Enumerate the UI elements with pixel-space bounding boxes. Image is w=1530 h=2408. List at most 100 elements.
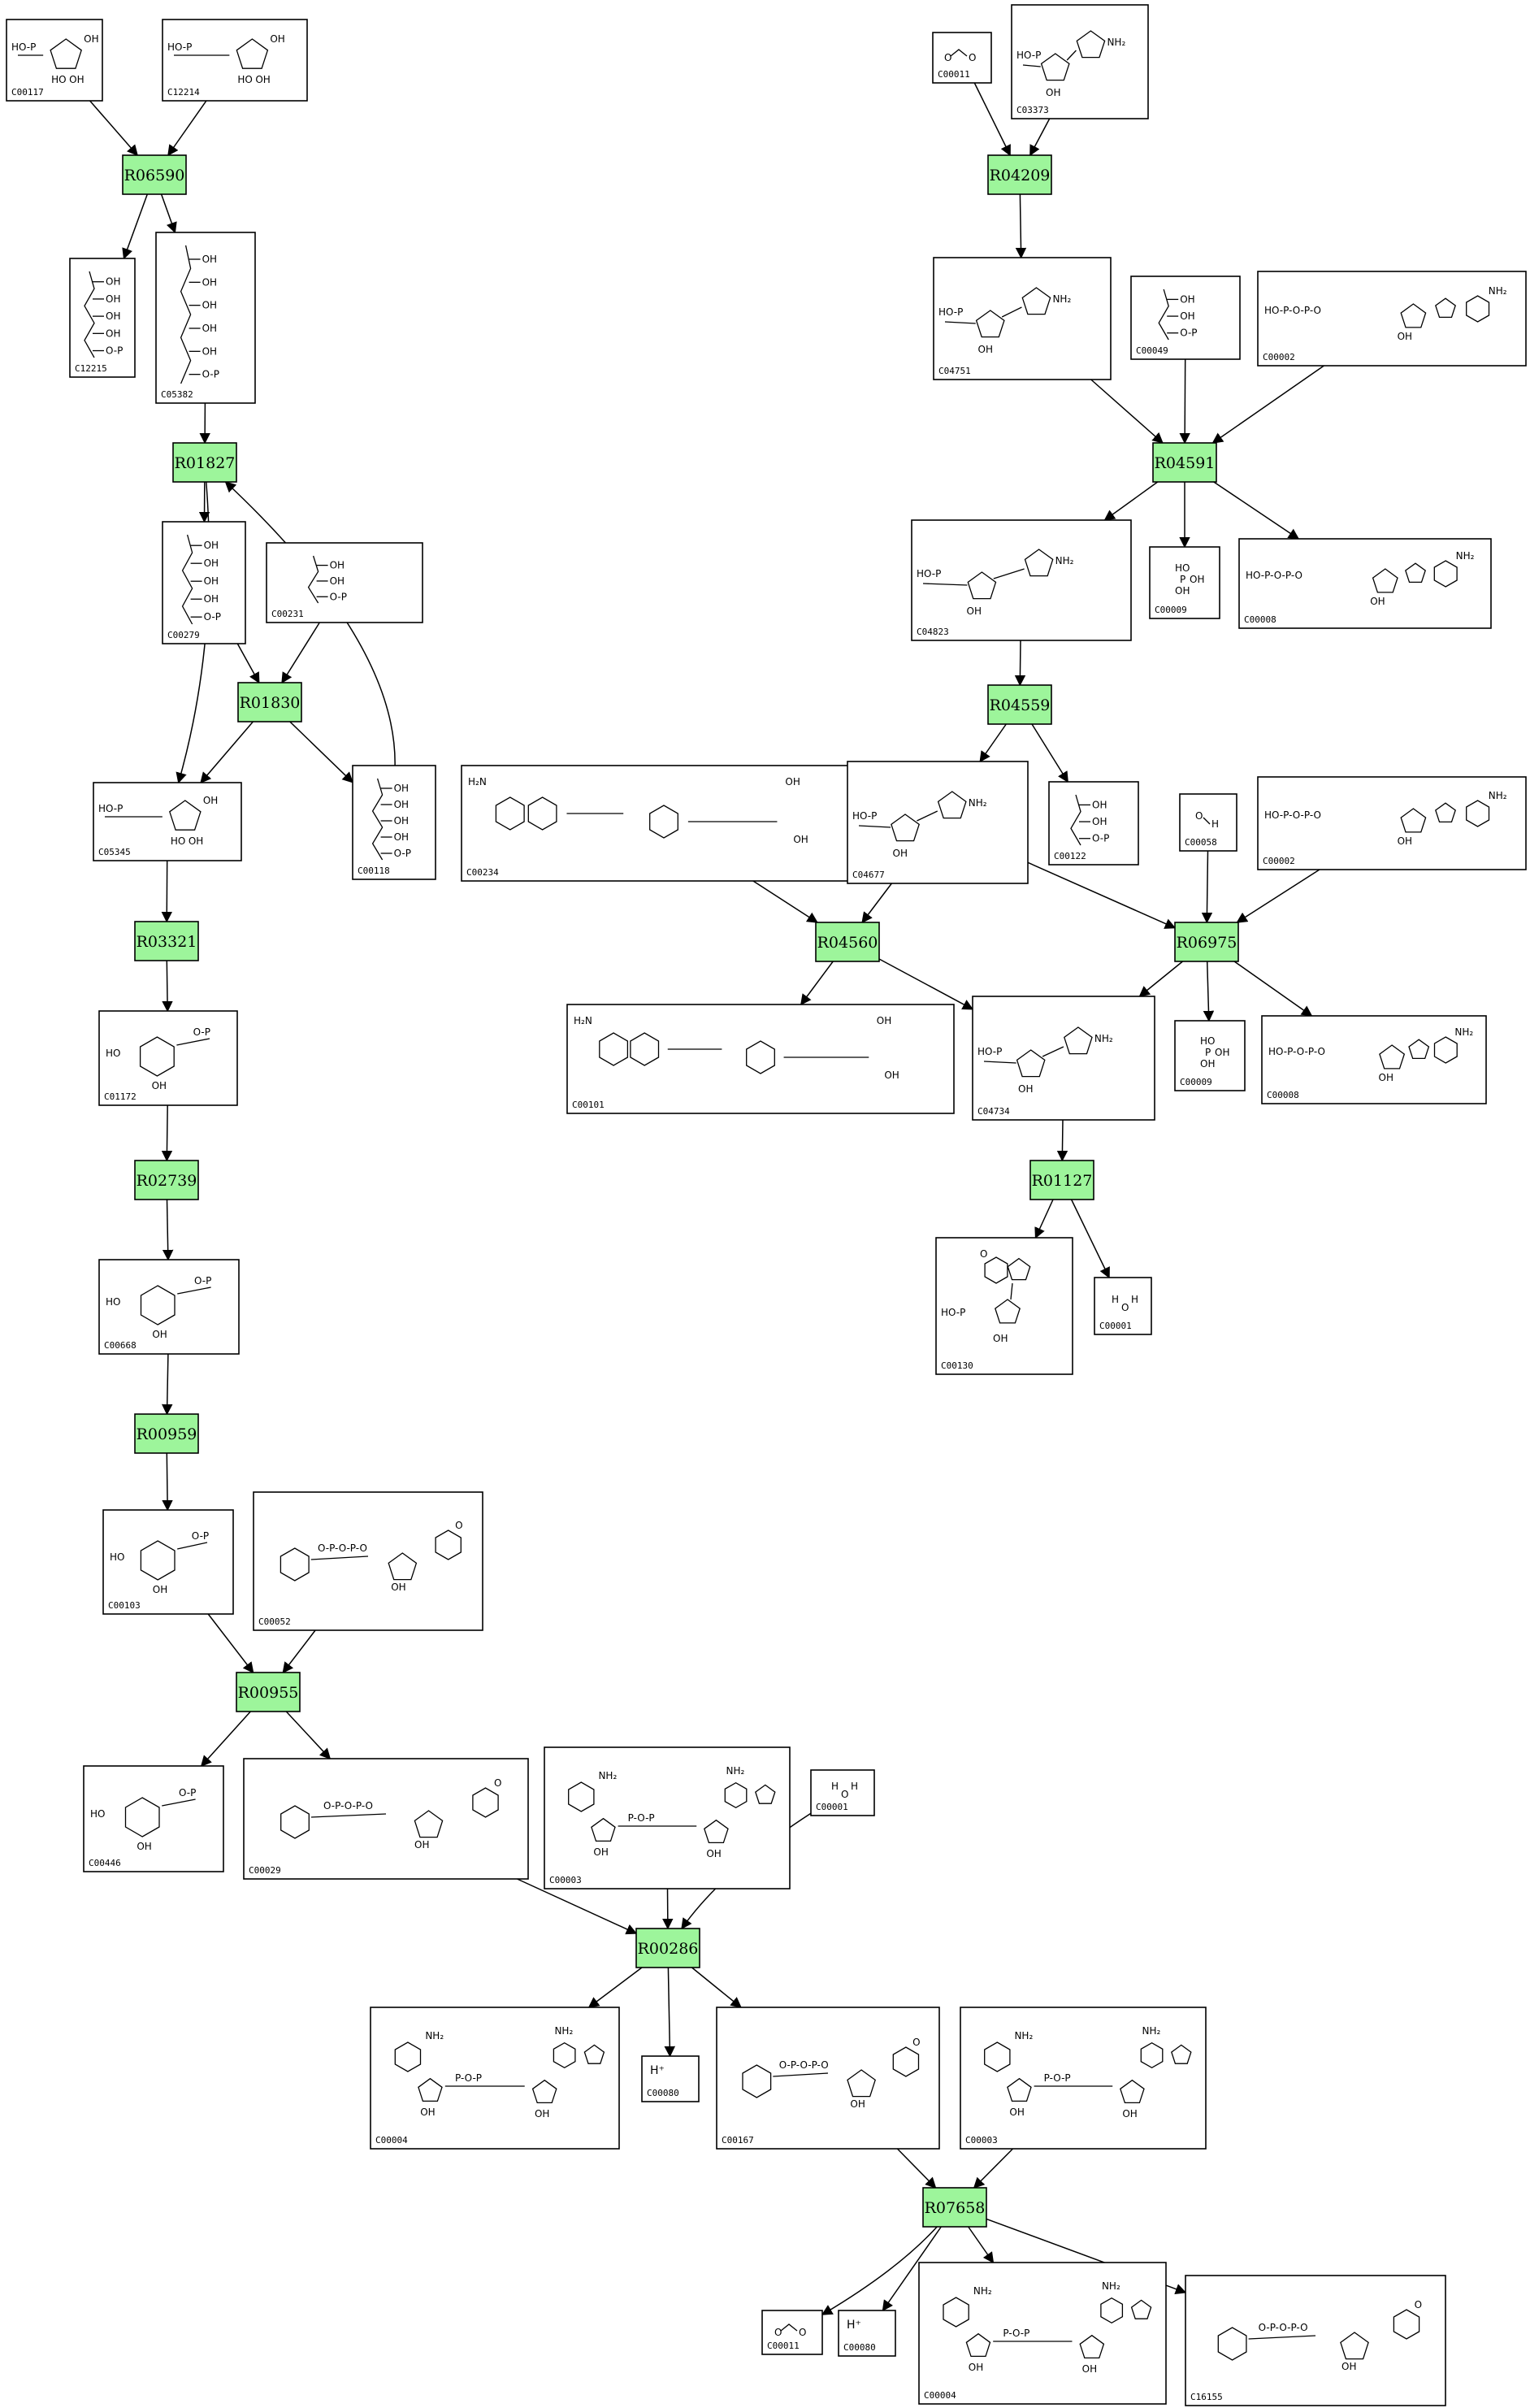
svg-text:OH: OH	[593, 1846, 608, 1858]
reaction-node[interactable]: R01830	[237, 682, 302, 722]
svg-text:OH: OH	[394, 783, 409, 794]
svg-text:OH: OH	[1175, 585, 1190, 597]
svg-text:O-P: O-P	[394, 848, 411, 859]
svg-text:HO-P-O-P-O: HO-P-O-P-O	[1246, 570, 1302, 581]
svg-text:OH: OH	[270, 33, 284, 45]
compound-node[interactable]: H⁺C00080	[838, 2310, 896, 2357]
compound-id-label: C00234	[466, 867, 499, 878]
reaction-node[interactable]: R04560	[815, 922, 880, 962]
reaction-node[interactable]: R06975	[1174, 922, 1239, 962]
reaction-node[interactable]: R04209	[987, 154, 1052, 195]
reaction-node[interactable]: R02739	[134, 1160, 199, 1200]
svg-text:OH: OH	[202, 300, 217, 311]
reaction-id-label: R04560	[817, 934, 878, 952]
svg-text:O-P-O-P-O: O-P-O-P-O	[318, 1542, 367, 1554]
reaction-node[interactable]: R07658	[922, 2187, 987, 2228]
reaction-node[interactable]: R06590	[122, 154, 187, 195]
svg-text:OH: OH	[1180, 310, 1194, 322]
edge-arrow	[236, 643, 260, 684]
reaction-id-label: R01127	[1032, 1172, 1093, 1190]
reaction-node[interactable]: R01127	[1029, 1160, 1094, 1200]
reaction-node[interactable]: R00959	[134, 1413, 199, 1454]
reaction-node[interactable]: R04559	[987, 684, 1052, 725]
edge-arrow	[882, 2226, 942, 2312]
svg-text:OH: OH	[1009, 2106, 1024, 2118]
compound-box	[1257, 271, 1527, 367]
svg-text:OH: OH	[1190, 574, 1204, 585]
compound-box	[544, 1746, 791, 1890]
svg-text:H₂N: H₂N	[468, 776, 487, 787]
svg-text:O: O	[980, 1248, 987, 1260]
edge-arrow	[979, 723, 1007, 763]
svg-text:HO-P: HO-P	[98, 803, 123, 814]
svg-text:OH: OH	[1341, 2361, 1356, 2372]
reaction-node[interactable]: R03321	[134, 921, 199, 961]
compound-box	[6, 19, 103, 102]
edge-arrow	[161, 1353, 173, 1416]
reaction-node[interactable]: R00955	[236, 1672, 301, 1712]
svg-text:NH₂: NH₂	[1052, 293, 1071, 305]
reaction-node[interactable]: R00286	[635, 1928, 700, 1968]
compound-id-label: C00103	[108, 1600, 141, 1611]
svg-text:OH: OH	[793, 834, 808, 845]
svg-text:OH: OH	[202, 323, 217, 334]
compound-id-label: C00118	[358, 866, 390, 876]
compound-node[interactable]: H⁺C00080	[641, 2055, 700, 2102]
reaction-id-label: R04559	[990, 696, 1051, 714]
reaction-node[interactable]: R04591	[1152, 442, 1217, 483]
reaction-box	[987, 684, 1052, 725]
svg-text:OH: OH	[394, 815, 409, 827]
reaction-node[interactable]: R01827	[172, 442, 237, 483]
svg-text:HO-P: HO-P	[852, 810, 877, 822]
compound-id-label: C00003	[549, 1875, 582, 1885]
compound-box	[918, 2262, 1167, 2405]
compound-box	[102, 1509, 234, 1615]
